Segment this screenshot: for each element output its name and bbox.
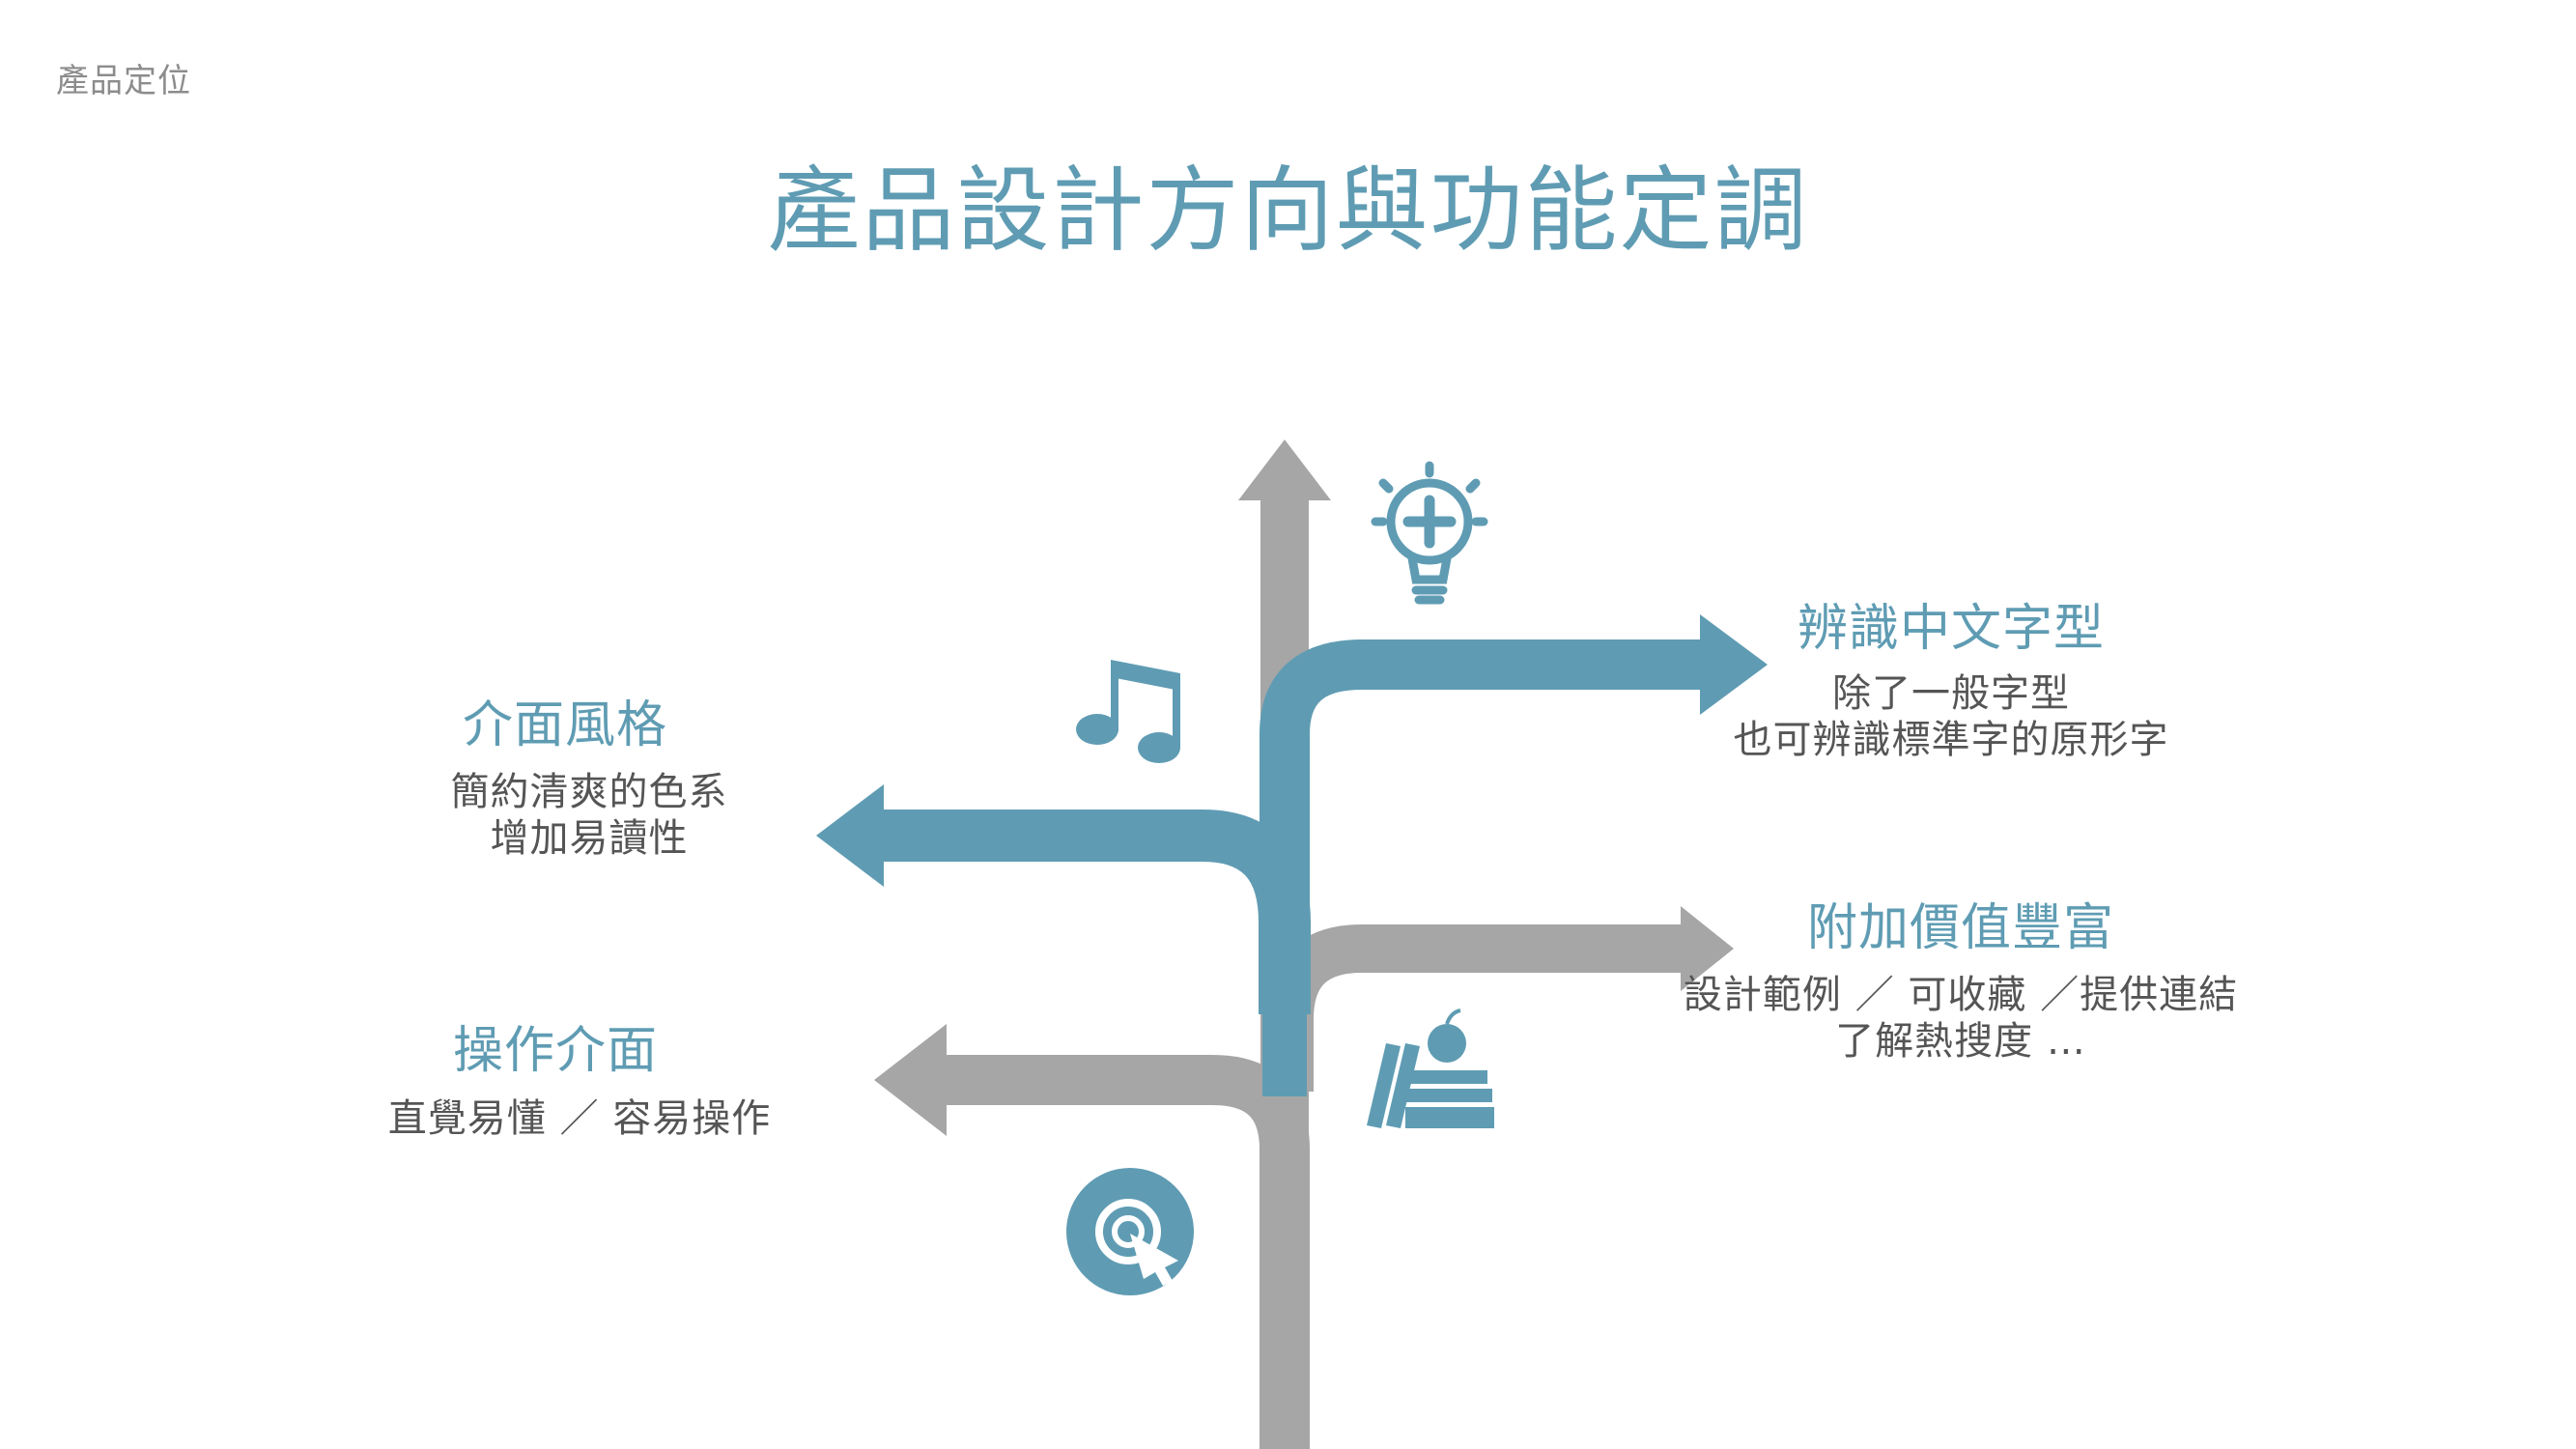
- desc-typeface-line-2: 也可辨識標準字的原形字: [1733, 718, 2169, 762]
- branch-typeface-arrow: [1700, 614, 1768, 715]
- branch-value-path: [1265, 924, 1685, 1092]
- heading-typeface: 辨識中文字型: [1797, 600, 2105, 658]
- branch-operation-arrow: [874, 1024, 947, 1136]
- desc-style-line-2: 增加易讀性: [490, 816, 689, 861]
- page-title: 產品設計方向與功能定調: [767, 156, 1809, 265]
- branch-value-arrow: [1681, 906, 1734, 991]
- desc-typeface: 除了一般字型 也可辨識標準字的原形字: [1710, 670, 2193, 763]
- branch-style-path: [879, 810, 1311, 1014]
- heading-value: 附加價值豐富: [1806, 899, 2114, 957]
- branch-style-arrow: [816, 784, 884, 887]
- desc-operation-line-1: 直覺易懂 ／ 容易操作: [387, 1096, 772, 1141]
- books-apple-icon: [1367, 1009, 1494, 1128]
- music-note-icon: [1076, 660, 1180, 763]
- breadcrumb: 產品定位: [56, 62, 191, 100]
- desc-value: 設計範例 ／ 可收藏 ／提供連結 了解熱搜度 …: [1661, 972, 2260, 1065]
- lightbulb-icon: [1371, 461, 1488, 605]
- desc-typeface-line-1: 除了一般字型: [1832, 671, 2070, 716]
- trunk-arrow-up: [1238, 440, 1331, 500]
- desc-value-line-1: 設計範例 ／ 可收藏 ／提供連結: [1683, 973, 2239, 1017]
- branch-operation-path: [942, 1055, 1310, 1449]
- branch-typeface-path: [1260, 639, 1710, 966]
- heading-operation: 操作介面: [452, 1022, 658, 1080]
- desc-style-line-1: 簡約清爽的色系: [450, 770, 728, 814]
- heading-style: 介面風格: [462, 696, 667, 754]
- target-click-icon: [1066, 1168, 1194, 1295]
- desc-value-line-2: 了解熱搜度 …: [1835, 1019, 2086, 1064]
- desc-style: 簡約清爽的色系 增加易讀性: [348, 769, 831, 862]
- desc-operation: 直覺易懂 ／ 容易操作: [338, 1095, 821, 1142]
